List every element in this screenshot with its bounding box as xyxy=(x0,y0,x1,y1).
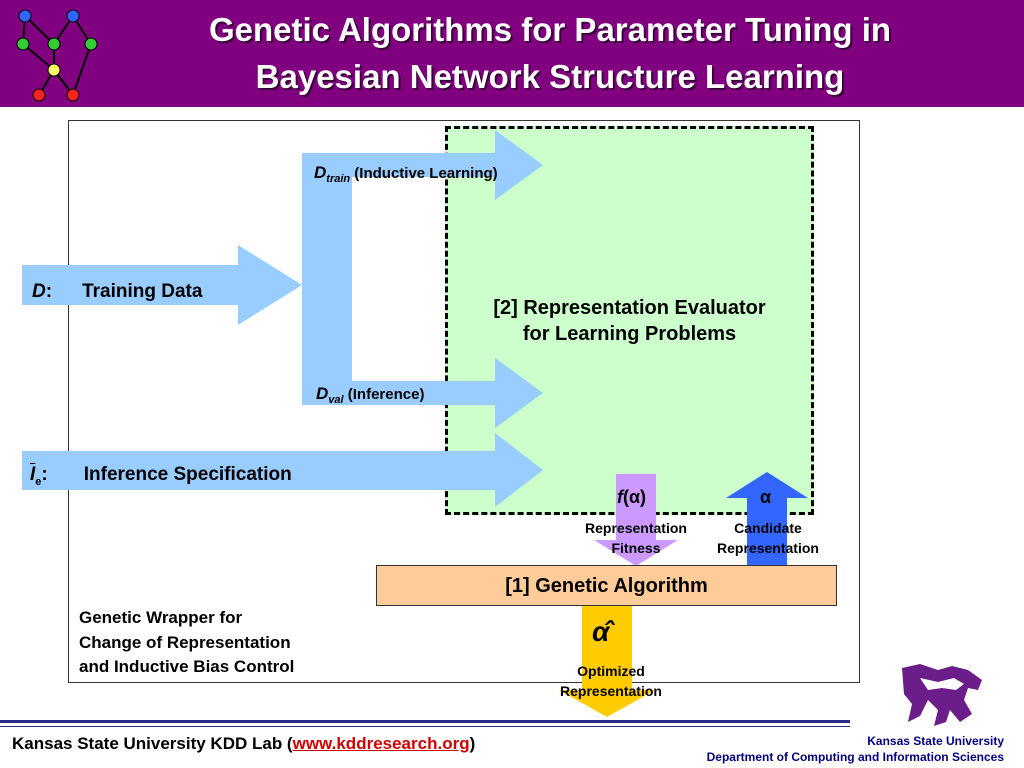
candidate-symbol: α xyxy=(760,487,772,507)
page-title: Genetic Algorithms for Parameter Tuning … xyxy=(110,6,990,100)
genetic-algorithm-box: [1] Genetic Algorithm xyxy=(376,565,837,606)
fitness-arrow xyxy=(594,474,678,566)
wildcat-logo-icon xyxy=(902,664,982,726)
inference-spec-label: Ie:Inference Specification xyxy=(30,464,292,488)
footer-lab: Kansas State University KDD Lab (www.kdd… xyxy=(12,734,476,753)
lab-link[interactable]: www.kddresearch.org xyxy=(292,734,470,753)
dtrain-label: Dtrain (Inductive Learning) xyxy=(314,163,498,185)
evaluator-label: [2] Representation Evaluator for Learnin… xyxy=(493,297,766,345)
title-line-2: Bayesian Network Structure Learning xyxy=(255,58,845,95)
inference-spec-arrow xyxy=(22,433,543,507)
candidate-caption: Candidate Representation xyxy=(717,520,819,556)
optimized-symbol: α̂ xyxy=(592,616,610,647)
fitness-symbol: f(α) xyxy=(617,487,647,507)
optimized-arrow xyxy=(559,606,655,717)
dval-label: Dval (Inference) xyxy=(316,384,425,406)
fitness-caption: Representation Fitness xyxy=(585,520,687,556)
header-bar xyxy=(0,0,1024,107)
candidate-arrow xyxy=(726,472,808,565)
wrapper-caption: Genetic Wrapper for Change of Representa… xyxy=(79,608,295,676)
bayesian-network-graph-icon xyxy=(16,9,98,102)
optimized-caption: Optimized Representation xyxy=(560,663,662,699)
footer-rule xyxy=(0,720,850,723)
dval-arrow xyxy=(352,358,543,428)
title-line-1: Genetic Algorithms for Parameter Tuning … xyxy=(208,11,892,48)
split-bar xyxy=(302,153,352,405)
training-data-label: D:Training Data xyxy=(32,281,203,302)
footer-rule-thin xyxy=(0,726,850,727)
dtrain-arrow xyxy=(352,130,543,200)
training-data-arrow xyxy=(22,245,302,325)
footer-university: Kansas State University Department of Co… xyxy=(706,734,1004,764)
